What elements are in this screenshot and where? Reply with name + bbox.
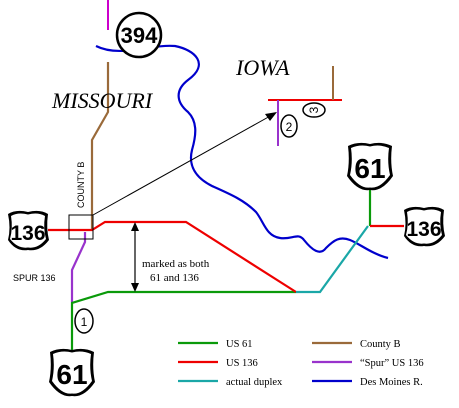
legend-label-county-b: County B — [360, 339, 401, 350]
point-marker-3: 3 — [302, 102, 326, 118]
spur-136-route — [70, 232, 87, 302]
legend-label-us61: US 61 — [226, 339, 253, 350]
legend-label-spur: “Spur” US 136 — [360, 358, 424, 369]
point-marker-3-label: 3 — [307, 106, 321, 113]
county-b-route — [90, 62, 110, 230]
pointer-arrowhead — [265, 112, 277, 121]
marked-both-line2: 61 and 136 — [150, 272, 199, 284]
state-label-missouri: MISSOURI — [51, 88, 154, 113]
point-marker-1: 1 — [74, 308, 94, 334]
state-label-iowa: IOWA — [235, 55, 290, 80]
legend-label-duplex: actual duplex — [226, 377, 283, 388]
des-moines-river — [95, 44, 389, 260]
duplex-route — [296, 225, 369, 294]
marked-both-arrow — [131, 222, 139, 292]
us136-east-number: 136 — [406, 218, 441, 241]
county-b-label: COUNTY B — [76, 162, 86, 208]
inset-pointer — [92, 114, 273, 216]
spur-136-label: SPUR 136 — [13, 273, 56, 283]
us61-north-number: 61 — [354, 153, 385, 184]
point-marker-2-label: 2 — [286, 120, 293, 134]
legend-label-us136: US 136 — [226, 358, 258, 369]
inset-detail — [268, 66, 342, 146]
us136-east-shield: 136 — [404, 206, 445, 247]
us61-south-shield: 61 — [49, 348, 95, 397]
us136-west-number: 136 — [10, 222, 45, 245]
us61-south-route — [70, 290, 296, 350]
inset-box — [68, 214, 94, 240]
map-legend: US 61 County B US 136 “Spur” US 136 actu… — [178, 339, 424, 388]
us136-west-shield: 136 — [8, 210, 49, 251]
i394-shield-number: 394 — [121, 23, 158, 48]
us61-north-shield: 61 — [347, 142, 393, 191]
point-marker-1-label: 1 — [81, 315, 88, 329]
us61-south-number: 61 — [56, 359, 87, 390]
us136-main-route — [48, 220, 297, 293]
marked-both-line1: marked as both — [142, 258, 210, 270]
point-marker-2: 2 — [280, 114, 298, 138]
legend-label-river: Des Moines R. — [360, 377, 423, 388]
i394-shield: 394 — [115, 11, 163, 59]
